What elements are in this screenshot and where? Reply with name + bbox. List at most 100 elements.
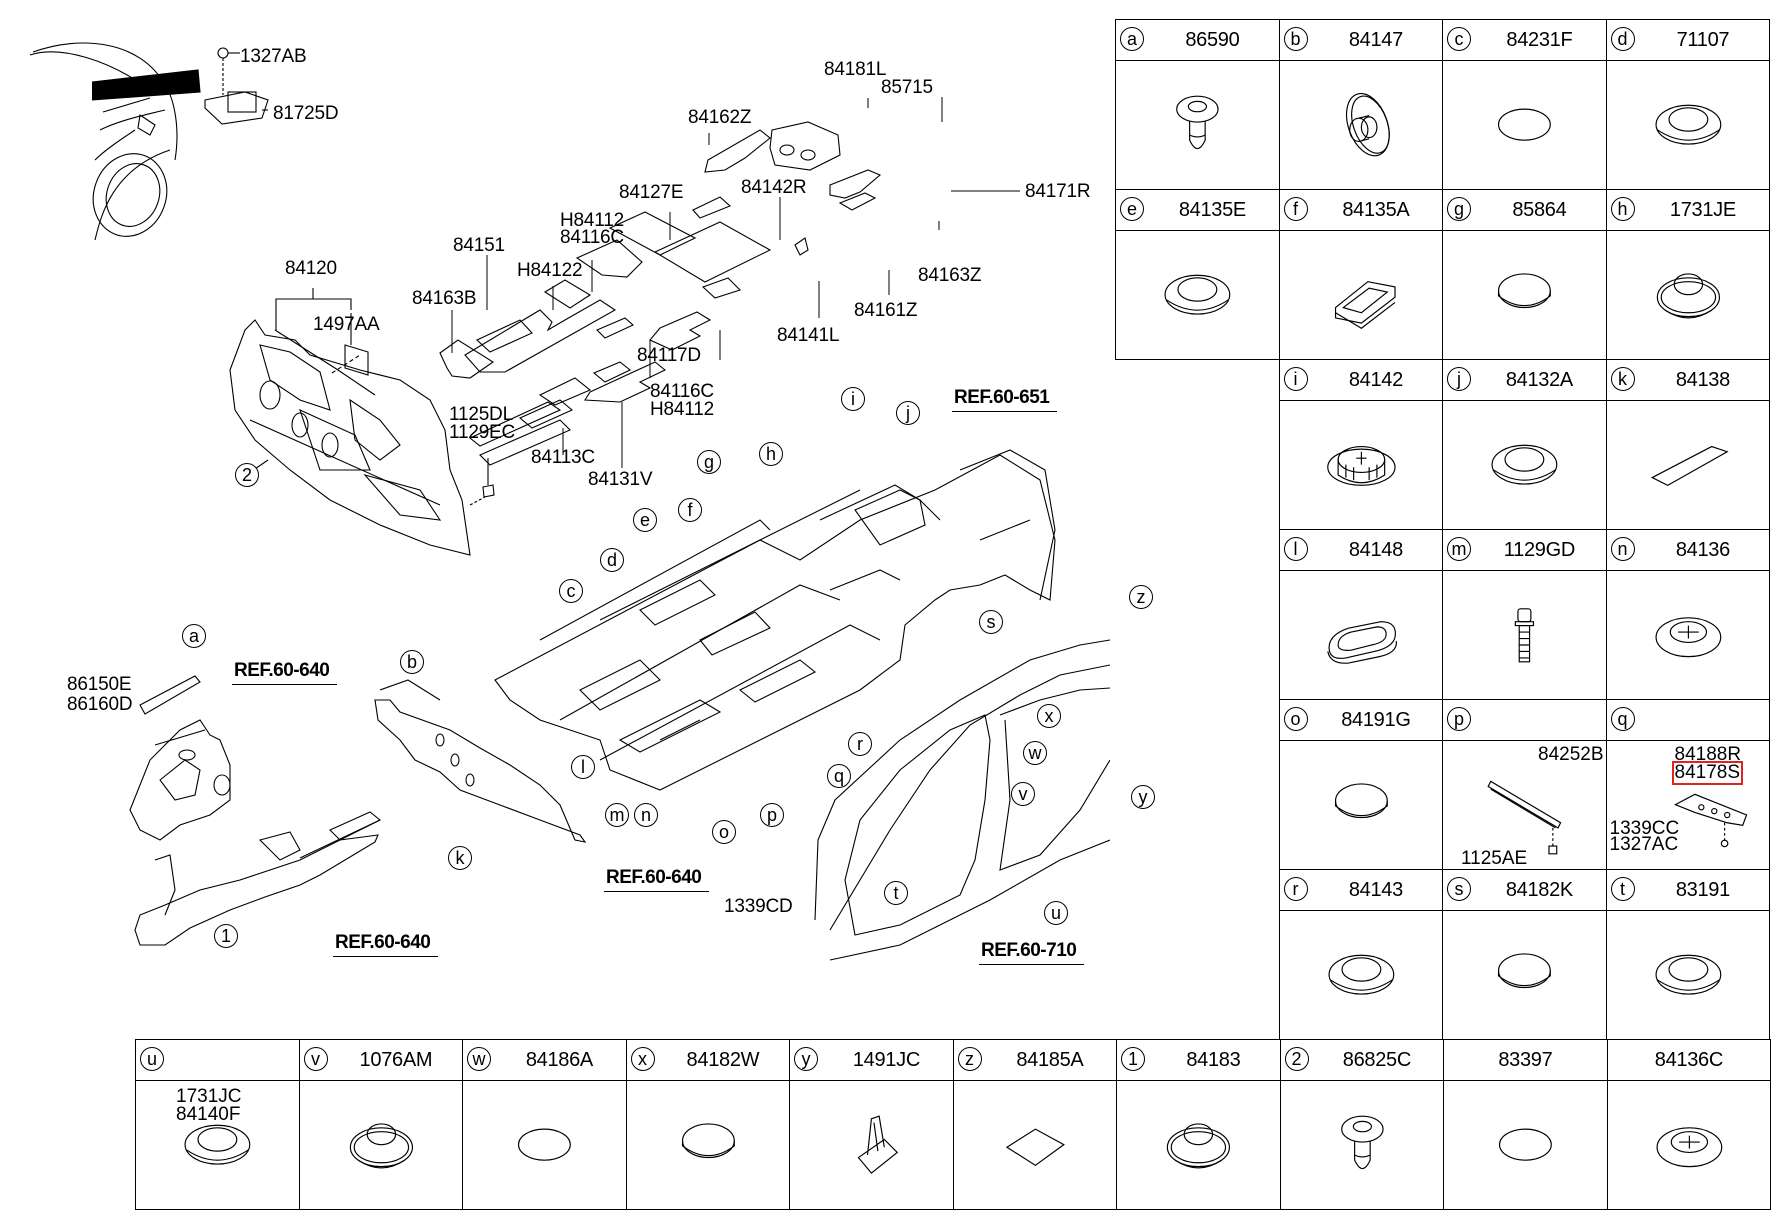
part-number: 84231F bbox=[1506, 29, 1573, 51]
rect-grommet-icon bbox=[1334, 281, 1396, 329]
part-number: 84185A bbox=[1016, 1049, 1084, 1071]
parts-table-cell: 84136C bbox=[1606, 1039, 1772, 1211]
callout-key: e bbox=[1120, 197, 1144, 221]
label-84141L: 84141L bbox=[777, 325, 840, 346]
label-1129EC: 1129EC bbox=[449, 422, 516, 443]
parts-table-cell: e 84135E bbox=[1115, 189, 1280, 361]
ring-grommet-icon bbox=[1164, 274, 1231, 315]
disc-plug-icon bbox=[1497, 273, 1551, 309]
part-number: 84136 bbox=[1675, 539, 1730, 561]
ref-60-640-b[interactable]: REF.60-640 bbox=[604, 867, 710, 892]
cell-body bbox=[1607, 570, 1770, 699]
callout-w: w bbox=[1023, 741, 1047, 765]
callout-2: 2 bbox=[235, 463, 259, 487]
wheel-housing bbox=[129, 675, 231, 841]
parts-table-cell: 83397 bbox=[1443, 1039, 1608, 1211]
exploded-parts-diagram bbox=[29, 42, 1110, 961]
callout-u: u bbox=[1044, 901, 1068, 925]
callout-y: y bbox=[1131, 785, 1155, 809]
domed-grommet-icon bbox=[349, 1123, 413, 1169]
callout-b: b bbox=[400, 650, 424, 674]
cell-header: 83397 bbox=[1444, 1040, 1607, 1081]
label-84181L: 84181L bbox=[824, 59, 887, 80]
cell-body bbox=[1443, 910, 1606, 1039]
part-number: 83191 bbox=[1675, 879, 1730, 901]
ref-60-640-c[interactable]: REF.60-640 bbox=[333, 932, 439, 957]
callout-i: i bbox=[841, 387, 865, 411]
car-front-silhouette bbox=[29, 42, 201, 241]
sub-part-label: 84188R bbox=[1674, 744, 1742, 765]
callout-g: g bbox=[697, 450, 721, 474]
callout-key: z bbox=[957, 1047, 982, 1071]
callout-key: b bbox=[1283, 27, 1308, 51]
cell-body bbox=[1280, 740, 1443, 869]
label-1327AB: 1327AB bbox=[240, 46, 307, 67]
cell-header: 84136C bbox=[1607, 1040, 1771, 1081]
ref-60-651[interactable]: REF.60-651 bbox=[952, 387, 1058, 412]
bracket-icon bbox=[1487, 780, 1562, 855]
callout-key: t bbox=[1610, 877, 1635, 901]
part-number: 1129GD bbox=[1503, 539, 1576, 561]
part-number: 84135A bbox=[1342, 199, 1410, 221]
callout-t: t bbox=[884, 881, 908, 905]
highlighted-part-label: 84178S bbox=[1671, 761, 1743, 785]
domed-grommet-icon bbox=[1166, 1123, 1231, 1169]
callout-key: x bbox=[630, 1047, 655, 1071]
label-1339CD: 1339CD bbox=[724, 896, 793, 917]
parts-table-cell: t 83191 bbox=[1605, 869, 1771, 1041]
label-84151: 84151 bbox=[453, 235, 505, 256]
callout-key: q bbox=[1610, 707, 1635, 731]
callout-x: x bbox=[1037, 704, 1061, 728]
part-number: 84142 bbox=[1348, 369, 1403, 391]
part-number: 84147 bbox=[1348, 29, 1403, 51]
callout-a: a bbox=[182, 624, 206, 648]
vent-plug-icon bbox=[1326, 445, 1396, 486]
part-number: 86825C bbox=[1342, 1049, 1412, 1071]
cell-body bbox=[1607, 230, 1770, 359]
callout-k: k bbox=[448, 846, 472, 870]
ref-60-710[interactable]: REF.60-710 bbox=[979, 940, 1085, 965]
cell-body bbox=[1117, 1080, 1280, 1209]
label-86150E: 86150E bbox=[67, 674, 132, 695]
insulation-pads bbox=[439, 121, 882, 466]
part-number: 84135E bbox=[1178, 199, 1246, 221]
cell-body bbox=[463, 1080, 626, 1209]
disc-plug-icon bbox=[1334, 783, 1388, 819]
cell-body bbox=[1443, 400, 1606, 529]
part-number: 84136C bbox=[1654, 1049, 1724, 1071]
cell-header: q bbox=[1606, 700, 1770, 741]
callout-o: o bbox=[712, 820, 736, 844]
oval-pad-icon bbox=[1497, 108, 1551, 141]
callout-l: l bbox=[571, 755, 595, 779]
bolt-icon bbox=[1514, 608, 1535, 663]
ref-60-640-a[interactable]: REF.60-640 bbox=[232, 660, 338, 685]
pad-1497AA bbox=[344, 344, 369, 376]
callout-key: v bbox=[303, 1047, 328, 1071]
callout-d: d bbox=[600, 548, 624, 572]
cell-body bbox=[300, 1080, 463, 1209]
callout-key: k bbox=[1610, 367, 1635, 391]
part-number: 86590 bbox=[1185, 29, 1240, 51]
oval-pad-icon bbox=[1498, 1128, 1552, 1161]
callout-key: w bbox=[467, 1047, 491, 1071]
part-number: 1491JC bbox=[852, 1049, 920, 1071]
callout-1: 1 bbox=[214, 924, 238, 948]
cell-header: b 84147 bbox=[1279, 20, 1443, 61]
sub-part-label: 84140F bbox=[176, 1104, 241, 1125]
callout-key: c bbox=[1447, 27, 1471, 51]
